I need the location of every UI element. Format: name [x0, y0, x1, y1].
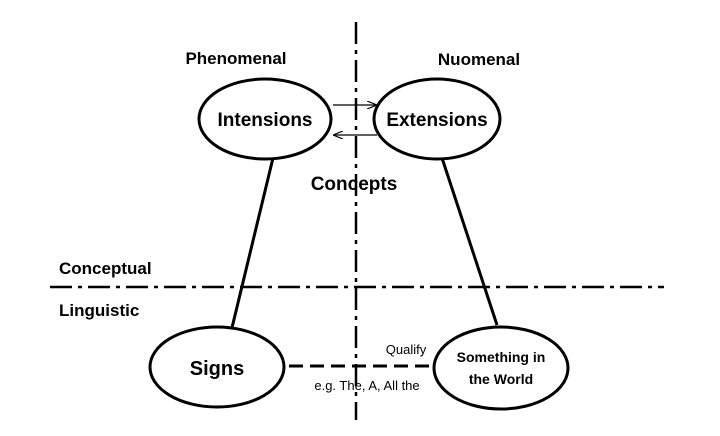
- intensions-signs-connector: [228, 157, 275, 337]
- signs-label: Signs: [190, 358, 244, 380]
- something-in-the-world-node: [432, 325, 570, 411]
- world-label-line2: the World: [469, 371, 533, 387]
- qualify-label: Qualify: [386, 342, 427, 357]
- extensions-world-connector: [440, 157, 499, 326]
- signs-node: [148, 325, 286, 409]
- phenomenal-label: Phenomenal: [185, 49, 286, 68]
- linguistic-label: Linguistic: [59, 301, 139, 320]
- intensions-node: [197, 77, 333, 161]
- examples-label: e.g. The, A, All the: [314, 378, 419, 393]
- nuomenal-label: Nuomenal: [438, 50, 520, 69]
- extensions-label: Extensions: [386, 110, 487, 131]
- world-label-line1: Something in: [457, 349, 546, 365]
- concepts-label: Concepts: [311, 174, 398, 195]
- conceptual-label: Conceptual: [59, 259, 152, 278]
- intensions-label: Intensions: [217, 110, 312, 131]
- extensions-node: [372, 77, 502, 161]
